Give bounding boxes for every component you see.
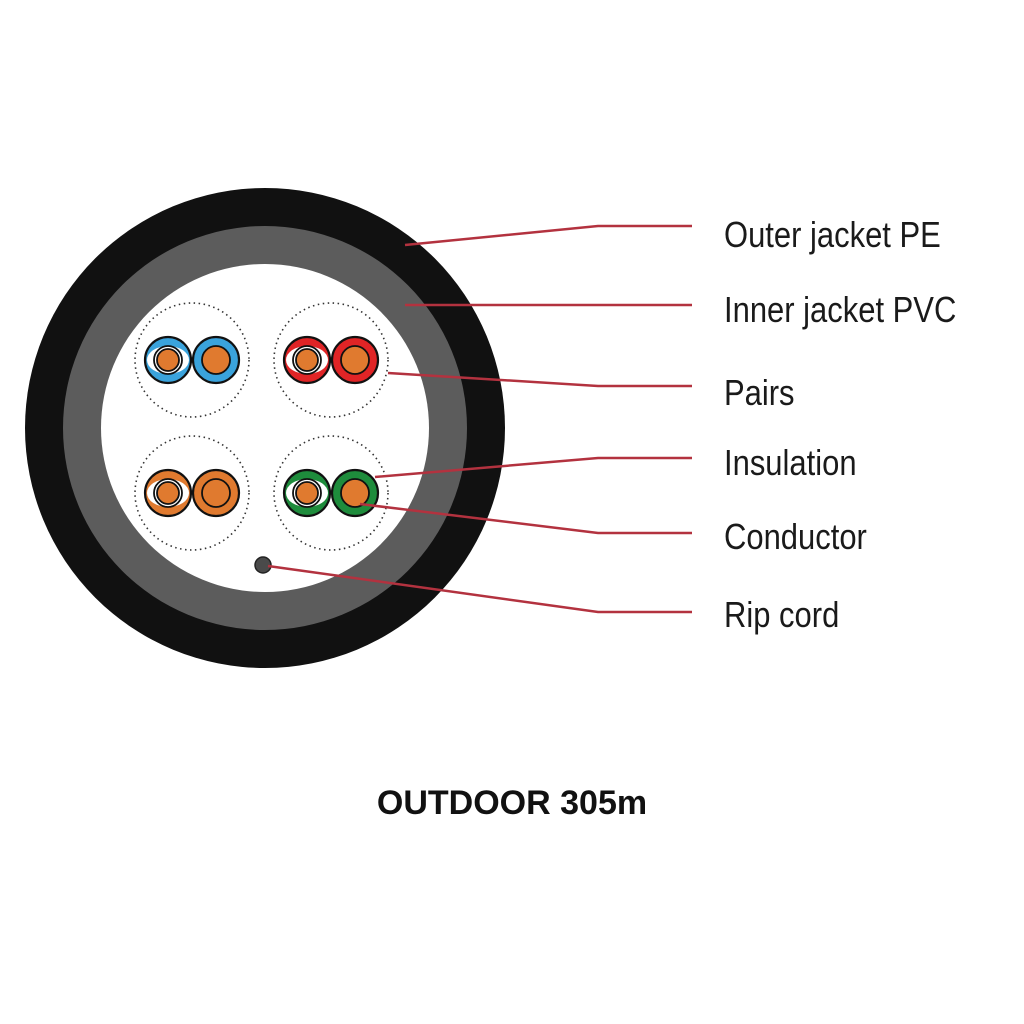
label-rip-cord: Rip cord [724,594,840,635]
conductor [201,345,231,375]
leader-lines [267,224,692,614]
conductor [201,478,231,508]
label-pairs: Pairs [724,372,795,413]
pair-boundary [134,435,250,551]
leader-line-conductor [359,502,692,535]
red-pair [273,302,389,418]
leader-line-rip-cord [267,564,692,614]
label-insulation: Insulation [724,442,857,483]
pair-boundary [273,302,389,418]
blue-pair [134,302,250,418]
conductor [340,478,370,508]
orange-pair [134,435,250,551]
leader-line-outer-jacket [404,224,692,247]
label-conductor: Conductor [724,516,867,557]
leader-line-pairs [387,371,692,388]
label-outer-jacket: Outer jacket PE [724,214,941,255]
conductor [156,348,180,372]
caption: OUTDOOR 305m [376,784,648,822]
core [101,264,429,592]
label-inner-jacket: Inner jacket PVC [724,289,957,330]
conductor [340,345,370,375]
rip-cord [254,556,272,574]
leader-line-insulation [374,456,692,479]
conductor [295,481,319,505]
pair-boundary [273,435,389,551]
pairs-group [134,302,389,551]
conductor [156,481,180,505]
conductor [295,348,319,372]
pair-boundary [134,302,250,418]
